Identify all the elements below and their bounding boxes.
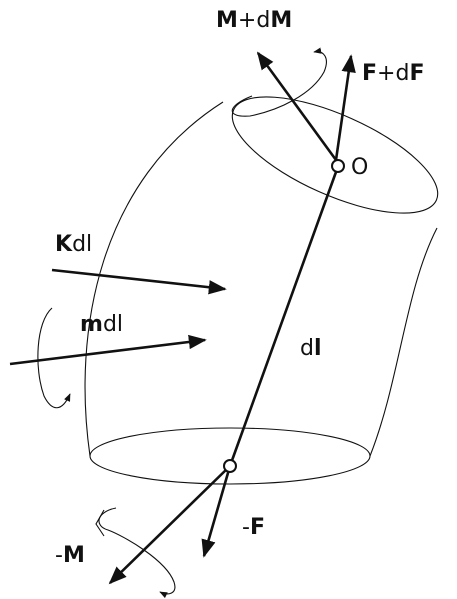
moment-minus-m-rotation-tail [95,509,105,537]
moment-m-plus-dm-arrow [256,51,338,161]
force-f-plus-df-arrow [334,54,356,161]
moment-minus-m-arrow [108,465,231,585]
distributed-moment-m-arrow [9,334,207,366]
base-node [223,459,237,473]
label-m-plus-dm: M+dM [216,8,292,33]
distributed-moment-rotation-icon [37,307,71,409]
point-o-node [331,159,345,173]
bottom-cross-section [89,427,371,485]
rod-left-side [84,101,224,457]
top-cross-section [231,96,439,214]
label-f-plus-df: F+dF [362,61,424,86]
label-k-dl: Kdl [55,232,92,257]
label-minus-f: -F [242,515,265,540]
label-m-dl: mdl [80,312,123,337]
force-minus-f-arrow [201,465,232,558]
moment-m-plus-dm-rotation-icon [231,47,327,117]
rod-element [84,96,439,485]
moment-minus-m-rotation-icon [98,507,176,599]
label-point-o: O [351,155,368,180]
label-minus-m: -M [55,543,85,568]
rod-right-side [369,227,438,457]
centerline-dl [228,171,338,467]
distributed-force-k-arrow [51,268,227,295]
label-d-l: dl [300,336,322,361]
